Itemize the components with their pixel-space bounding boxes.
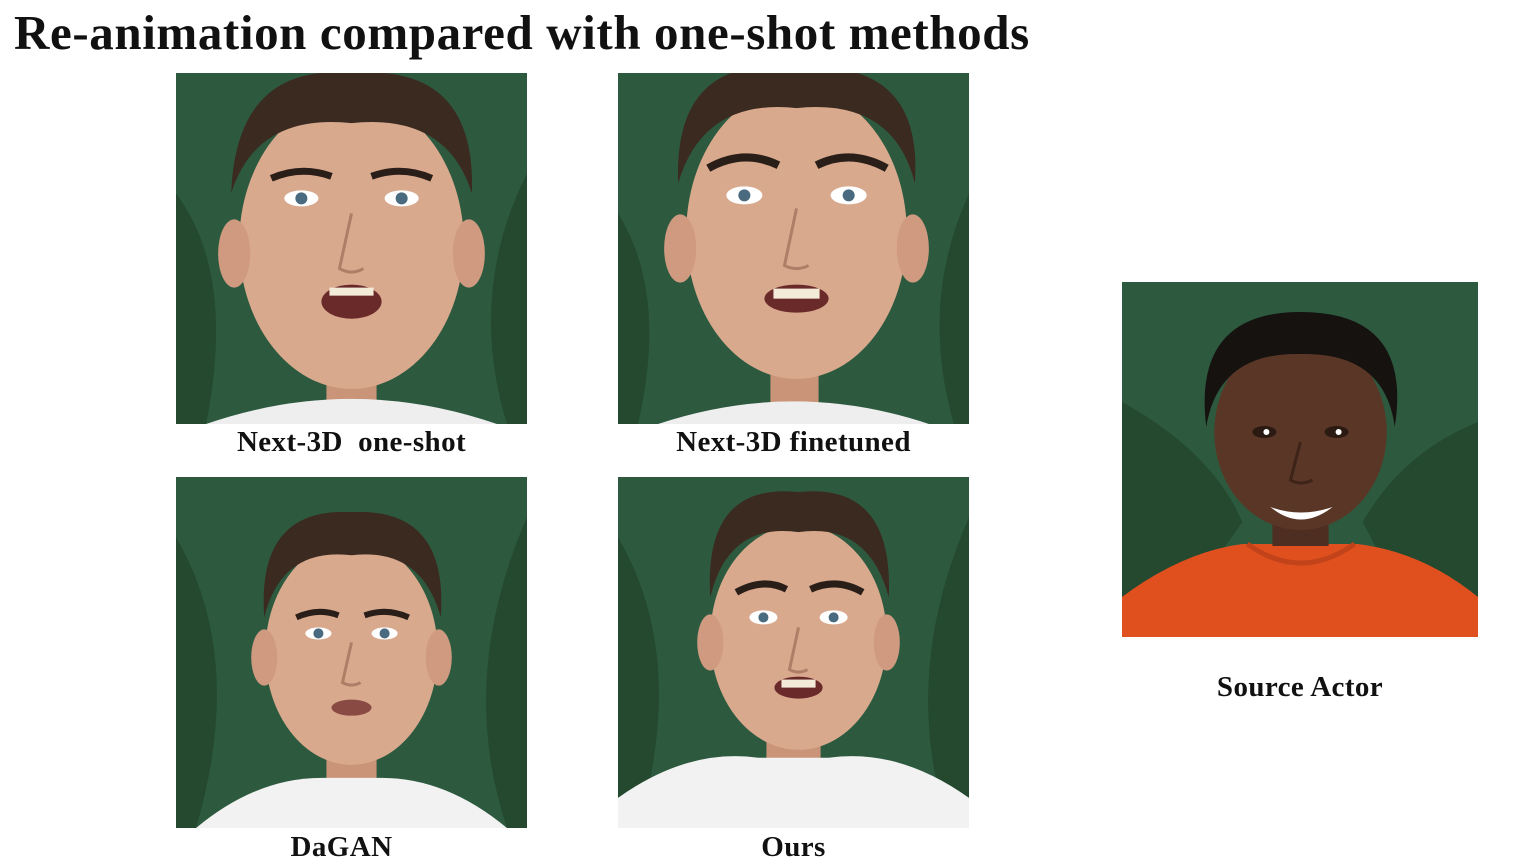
- slide-title: Re-animation compared with one-shot meth…: [14, 5, 1030, 60]
- caption-next3d-oneshot: Next-3D one-shot: [236, 426, 467, 458]
- face-image-next3d-finetuned: [618, 73, 969, 424]
- caption-ours: Ours: [761, 831, 826, 863]
- face-image-source-actor: [1122, 282, 1478, 637]
- face-image-ours: [618, 477, 969, 828]
- face-image-dagan: [176, 477, 527, 828]
- face-image-next3d-oneshot: [176, 73, 527, 424]
- caption-next3d-finetuned: Next-3D finetuned: [676, 426, 911, 458]
- caption-dagan: DaGAN: [290, 831, 393, 863]
- caption-source-actor: Source Actor: [1216, 671, 1384, 703]
